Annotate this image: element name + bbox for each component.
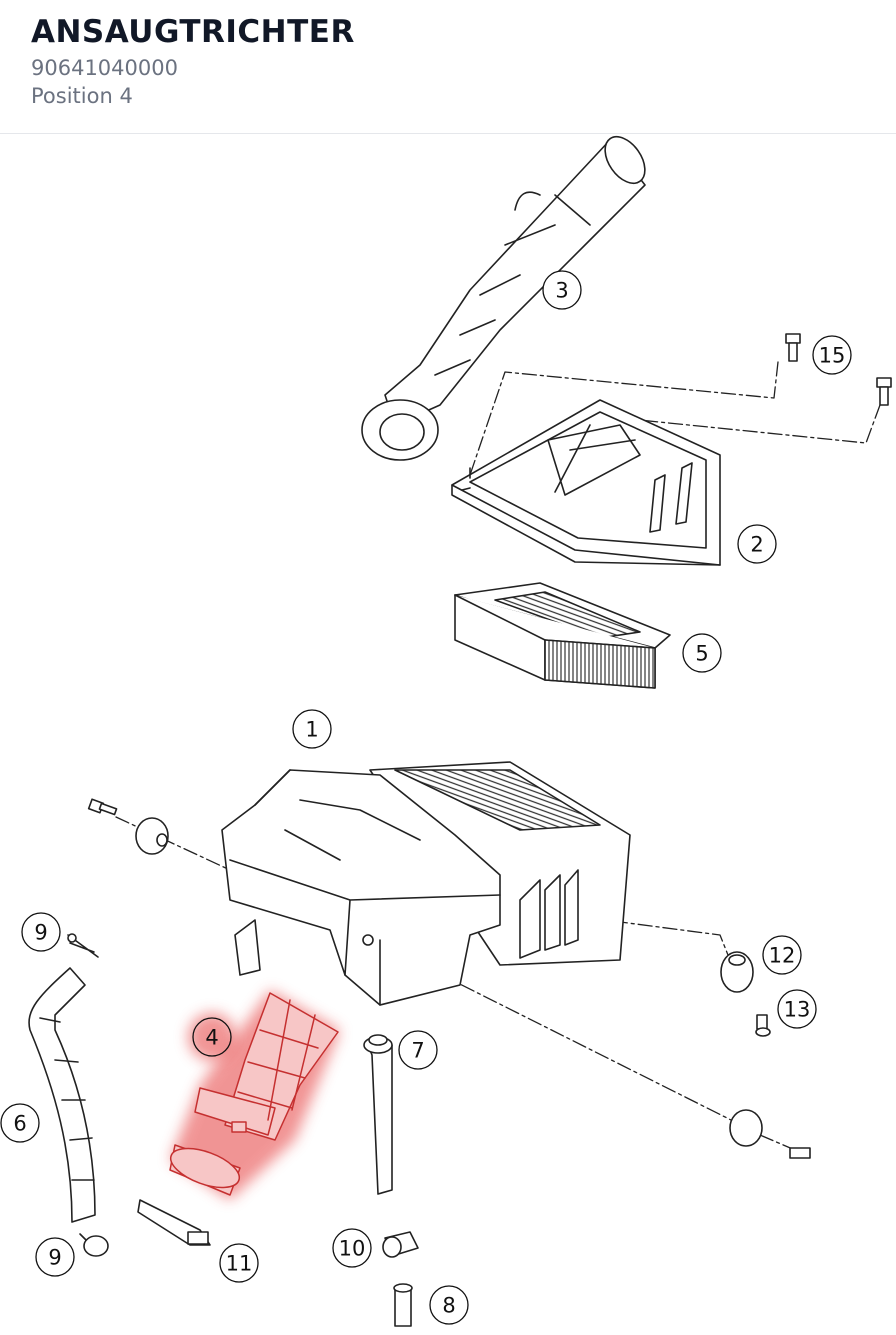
svg-text:6: 6 [13,1112,26,1136]
callout-12: 12 [762,935,802,975]
svg-text:12: 12 [769,944,796,968]
hose-6 [28,967,96,1223]
clamp-10 [382,1231,419,1258]
airbox-housing [221,761,631,1006]
bolt-15b [876,377,892,406]
callout-1: 1 [292,709,332,749]
svg-text:3: 3 [555,279,568,303]
clip-9-top [67,933,99,958]
position-label: Position 4 [31,84,133,108]
callout-5: 5 [682,633,722,673]
svg-text:7: 7 [411,1039,424,1063]
svg-text:9: 9 [34,921,47,945]
vent-hose-7 [363,1034,393,1195]
svg-text:15: 15 [819,344,846,368]
callout-9-bottom: 9 [35,1237,75,1277]
svg-text:8: 8 [442,1294,455,1318]
callout-13: 13 [777,989,817,1029]
callout-6: 6 [0,1103,40,1143]
callout-15: 15 [812,335,852,375]
clip-9-bottom [79,1233,109,1257]
intake-snorkel [361,136,646,461]
part-title: ANSAUGTRICHTER [31,14,355,50]
hose-clamp-11 [137,1199,211,1246]
callout-4: 4 [192,1017,232,1057]
header: ANSAUGTRICHTER 90641040000 Position 4 [0,0,896,134]
callout-7: 7 [398,1030,438,1070]
svg-text:2: 2 [750,533,763,557]
svg-text:13: 13 [784,998,811,1022]
callout-2: 2 [737,524,777,564]
nipple-8 [393,1283,413,1327]
svg-text:4: 4 [205,1026,218,1050]
svg-text:10: 10 [339,1237,366,1261]
rubber-damper-12 [720,951,754,993]
screw-13 [755,1014,771,1037]
svg-text:1: 1 [305,718,318,742]
bolt-15a [785,333,801,362]
rubber-grommet-left [135,817,169,855]
callout-8: 8 [429,1285,469,1325]
callout-3: 3 [542,270,582,310]
airbox-lid [451,399,721,566]
callout-11: 11 [219,1243,259,1283]
rubber-grommet-right [729,1109,811,1159]
svg-text:9: 9 [48,1246,61,1270]
air-filter [454,582,671,689]
part-number: 90641040000 [31,56,178,80]
intake-funnel-highlighted [169,990,340,1200]
bolt-left [87,798,118,816]
svg-text:11: 11 [226,1252,253,1276]
callout-9-top: 9 [21,912,61,952]
svg-text:5: 5 [695,642,708,666]
callout-10: 10 [332,1228,372,1268]
